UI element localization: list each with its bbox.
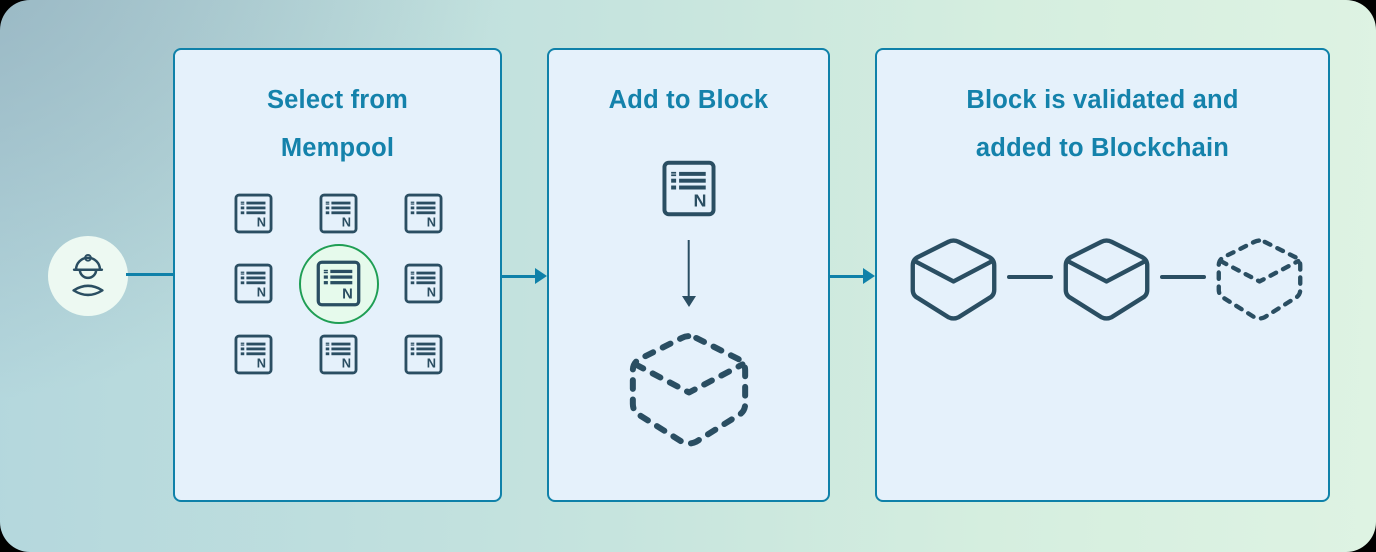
miner-avatar — [48, 236, 128, 316]
panel-title: Select from Mempool — [175, 76, 500, 172]
arrow-right-icon — [501, 268, 547, 284]
transaction-wrap — [661, 160, 716, 222]
chain-link — [1007, 274, 1053, 280]
transaction-icon — [234, 193, 273, 234]
mempool-cell — [211, 178, 296, 249]
miner-connector-line — [126, 273, 173, 276]
chain-link — [1160, 274, 1206, 280]
block-icon — [905, 235, 1002, 325]
arrow-right-icon — [829, 268, 875, 284]
transaction-icon — [404, 334, 443, 375]
arrow-head — [681, 296, 696, 307]
mempool-cell — [296, 319, 381, 390]
arrow-shaft — [687, 240, 690, 296]
mempool-cell — [381, 319, 466, 390]
mempool-cell — [211, 319, 296, 390]
panel-title-line: Mempool — [280, 134, 395, 162]
panel-title: Block is validated and added to Blockcha… — [877, 76, 1328, 172]
panel-title-line: Select from — [266, 86, 409, 114]
dashed-block-icon — [622, 329, 756, 452]
transaction-icon — [316, 260, 361, 307]
mempool-grid — [211, 178, 466, 390]
mempool-cell — [296, 243, 381, 324]
selected-transaction-ring — [298, 243, 379, 324]
transaction-icon — [661, 160, 716, 217]
transaction-icon — [234, 263, 273, 304]
dashed-block-icon — [1211, 235, 1308, 325]
panel-title-line: Add to Block — [608, 86, 769, 114]
panel-title-line: Block is validated and — [966, 86, 1239, 114]
panel-block-validated: Block is validated and added to Blockcha… — [875, 48, 1330, 502]
miner-icon — [65, 251, 111, 301]
arrow-down-icon — [681, 240, 696, 307]
transaction-icon — [404, 263, 443, 304]
panel-title: Add to Block — [549, 76, 828, 124]
mempool-cell — [211, 249, 296, 320]
mempool-cell — [381, 249, 466, 320]
block-icon — [1058, 235, 1155, 325]
panel-title-line: added to Blockchain — [975, 134, 1230, 162]
arrow-head — [535, 268, 547, 284]
mempool-cell — [381, 178, 466, 249]
transaction-icon — [404, 193, 443, 234]
transaction-icon — [234, 334, 273, 375]
transaction-icon — [319, 193, 358, 234]
arrow-shaft — [501, 274, 539, 278]
pending-block-wrap — [622, 329, 756, 457]
arrow-head — [863, 268, 875, 284]
panel-select-from-mempool: Select from Mempool — [173, 48, 502, 502]
panel-add-to-block: Add to Block — [547, 48, 830, 502]
transaction-icon — [319, 334, 358, 375]
arrow-shaft — [829, 274, 867, 278]
blockchain — [905, 235, 1308, 325]
mempool-cell — [296, 178, 381, 249]
